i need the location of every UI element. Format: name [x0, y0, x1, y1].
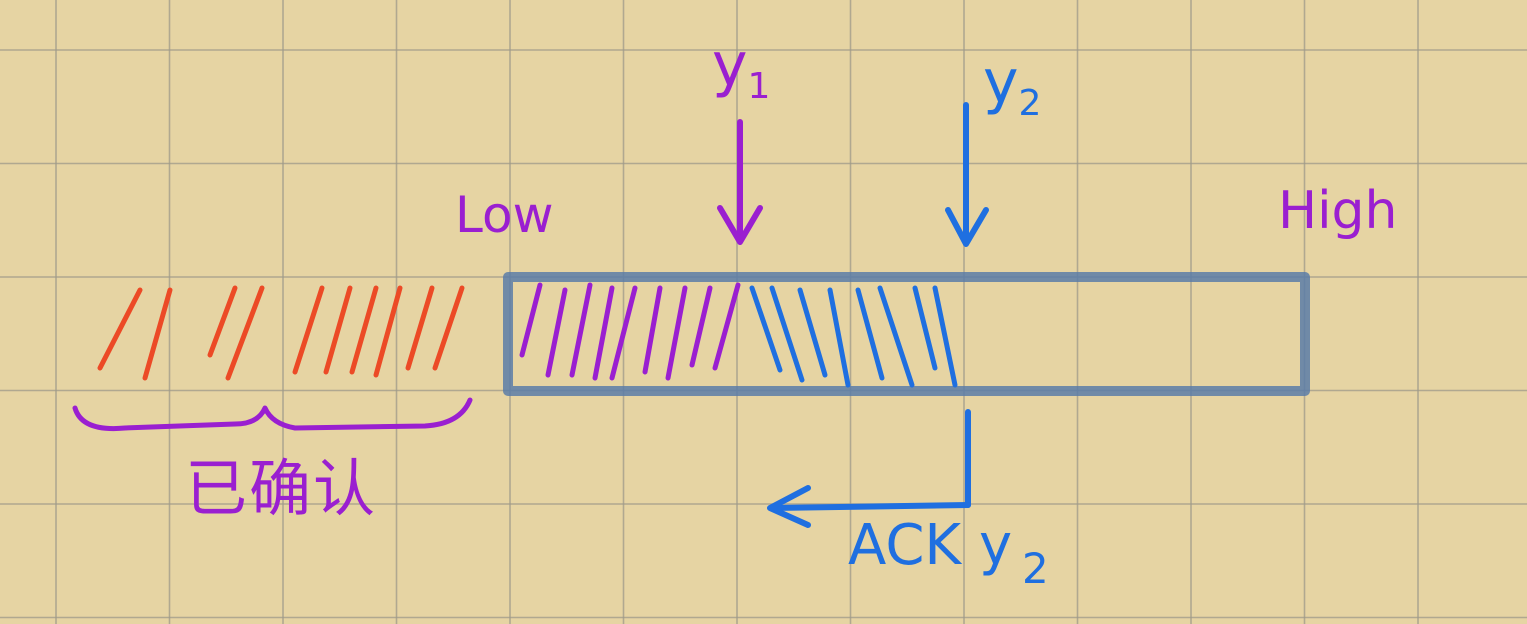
ack-arrow: [767, 409, 971, 528]
hatch-mark: [142, 287, 173, 381]
y2-label: y2: [983, 52, 1041, 121]
hatch-mark: [877, 285, 915, 388]
hatch-mark: [912, 285, 938, 371]
hatch-mark: [712, 282, 741, 371]
high-label: High: [1278, 181, 1398, 241]
y2-letter: y: [983, 47, 1019, 117]
ack-subscript: 2: [1022, 544, 1049, 593]
hatch-mark: [349, 285, 379, 375]
acked-hatch: [749, 285, 958, 388]
confirmed-label: 已确认: [185, 452, 378, 525]
ack-label: ACK y: [848, 513, 1013, 578]
hatch-mark: [797, 287, 828, 378]
hatch-mark: [592, 285, 615, 381]
hatch-mark: [292, 285, 325, 375]
y1-label: y1: [712, 35, 770, 104]
hatch-mark: [405, 285, 435, 371]
hatch-mark: [97, 287, 143, 371]
y1-letter: y: [712, 30, 748, 100]
hatch-mark: [827, 287, 851, 388]
y2-subscript: 2: [1018, 82, 1042, 124]
hatch-mark: [225, 285, 265, 381]
hatch-mark: [323, 285, 353, 375]
hatch-mark: [545, 287, 568, 378]
hatch-mark: [432, 285, 465, 371]
hatch-mark: [665, 285, 688, 381]
sent-hatch: [519, 282, 741, 381]
hatch-mark: [207, 285, 238, 358]
hatch-mark: [373, 285, 403, 378]
low-label: Low: [455, 186, 554, 244]
hatch-mark: [519, 282, 543, 358]
hatch-mark: [749, 285, 783, 373]
hatch-mark: [932, 285, 958, 388]
y2-arrow: [945, 102, 989, 247]
hatch-mark: [689, 285, 713, 368]
y1-subscript: 1: [747, 65, 771, 107]
hatch-mark: [769, 285, 805, 383]
y1-arrow: [717, 119, 763, 245]
confirmed-hatch: [97, 285, 465, 381]
hatch-mark: [855, 287, 885, 381]
confirmed-brace: [72, 397, 473, 432]
hatch-mark: [609, 285, 638, 381]
hatch-mark: [569, 282, 593, 378]
hatch-mark: [642, 285, 663, 375]
window-box: [503, 272, 1310, 396]
